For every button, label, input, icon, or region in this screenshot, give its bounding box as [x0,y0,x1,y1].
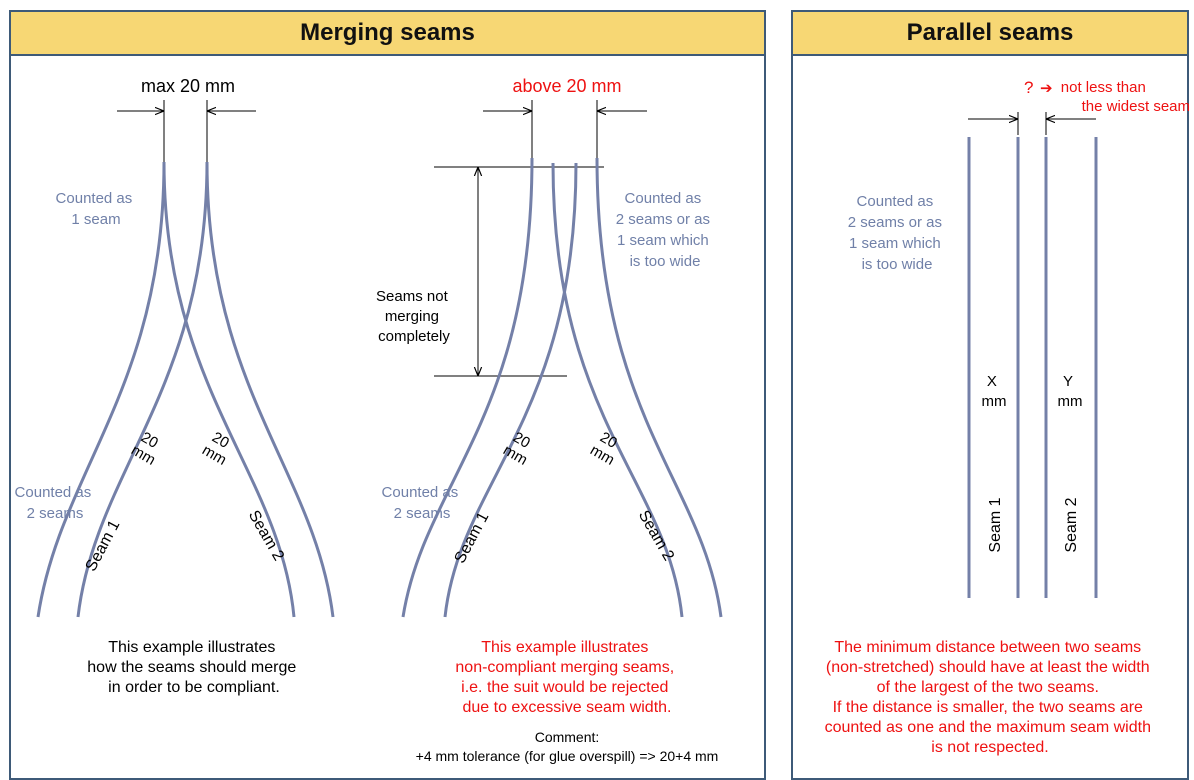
seam-2-label: Seam 2 [245,508,287,564]
dimension-label: above 20 mm [512,76,621,96]
non-compliant-caption: This example illustrates non-compliant m… [455,639,678,716]
counted-as-2-seams: Counted as 2 seams [15,484,96,522]
seam-1-label: Seam 1 [452,509,493,566]
seam-2-label: Seam 2 [1063,497,1080,552]
seam-2-label: Seam 2 [635,508,677,564]
counted-as-1-seam: Counted as 1 seam [56,190,137,228]
dimension-label: max 20 mm [141,76,235,96]
seam-2-line [595,157,723,618]
non-compliant-example: above 20 mm Seams not merging completely… [376,76,723,764]
widest-seam-note: not less than the widest seam [1061,79,1190,115]
arrow-right-icon: ➔ [1040,80,1053,97]
seam-2-line-inner [162,161,296,618]
comment-title: Comment: [535,729,600,745]
seam-2-line [205,161,335,618]
seam-1-line [401,157,534,618]
width-label-seam-2: 20 mm [199,428,237,469]
comment-text: +4 mm tolerance (for glue overspill) => … [416,748,719,764]
parallel-caption: The minimum distance between two seams (… [825,639,1156,756]
seam-1-line-inner [76,161,209,618]
parallel-example: ? ➔ not less than the widest seam Counte… [825,78,1190,756]
parallel-seams-panel: Parallel seams [791,10,1189,780]
counted-as-2-seams: Counted as 2 seams [382,484,463,522]
parallel-seams-title: Parallel seams [793,12,1187,56]
merging-seams-panel: Merging seams [9,10,766,780]
counted-as-2-or-1-too-wide: Counted as 2 seams or as 1 seam which is… [848,193,946,273]
seam-1-label: Seam 1 [83,517,124,574]
y-width-label: Y mm [1058,373,1083,410]
seam-1-line [36,161,166,618]
width-label-seam-1: 20 mm [128,428,166,469]
compliant-example: max 20 mm Counted as 1 seam Counted as 2… [15,76,335,696]
x-width-label: X mm [982,373,1007,410]
seam-1-line-inner [443,162,578,618]
width-label-seam-1: 20 mm [500,428,538,469]
counted-as-2-or-1-too-wide: Counted as 2 seams or as 1 seam which is… [616,190,714,270]
seams-not-merging-label: Seams not merging completely [376,288,452,345]
seam-2-line-inner [551,162,684,618]
question-mark: ? [1024,78,1033,97]
compliant-caption: This example illustrates how the seams s… [87,639,300,696]
merging-seams-title: Merging seams [11,12,764,56]
seam-1-label: Seam 1 [987,497,1004,552]
